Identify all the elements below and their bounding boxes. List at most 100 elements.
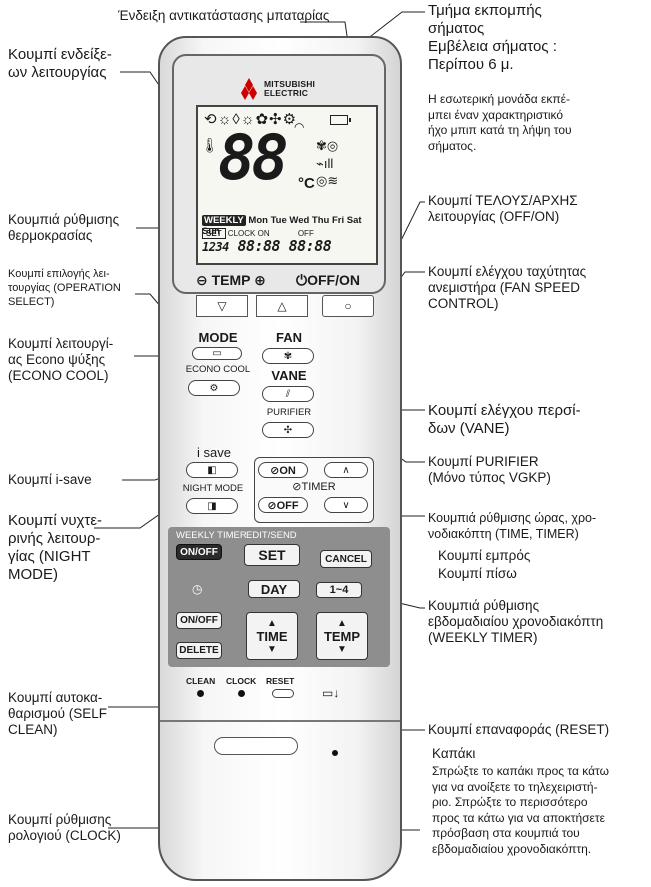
label-night: Κουμπί νυχτε- ρινής λειτουρ- γίας (NIGHT… (8, 512, 102, 584)
temp-down-icon: ▼ (337, 643, 347, 655)
night-l4: MODE) (8, 566, 58, 583)
reset-button[interactable] (272, 689, 294, 698)
wt-l1: Κουμπιά ρύθμισης (428, 598, 540, 613)
lid-l2: για να ανοίξετε το τηλεχειριστή- (432, 779, 598, 794)
purifier-button[interactable]: ✣ (262, 422, 314, 438)
fan-label: FAN (276, 330, 302, 345)
time-label: TIME (256, 628, 288, 644)
note-l2: μπει έναν χαρακτηριστικό (428, 107, 564, 122)
clock-l1: Κουμπί ρύθμισης (8, 812, 112, 827)
label-weekly-timer: Κουμπιά ρύθμισης εβδομαδιαίου χρονοδιακό… (428, 598, 603, 647)
label-fan-speed: Κουμπί ελέγχου ταχύτητας ανεμιστήρα (FAN… (428, 264, 586, 313)
lcd-display: ⟲☼◊☼✿✣⚙ ◠ 🌡 88 °C ✾◎⌁ıll◎≋ WEEKLY Mon Tu… (196, 105, 378, 265)
thermometer-icon: 🌡 (201, 137, 219, 153)
weekly-tag: WEEKLY (202, 215, 246, 226)
clock-symbol-icon: ◷ (192, 582, 203, 596)
label-temp-buttons: Κουμπιά ρύθμισης θερμοκρασίας (8, 212, 119, 244)
set-tag: SET (202, 228, 226, 239)
mode-button[interactable]: ▭ (192, 347, 242, 360)
note-l4: σήματος. (428, 138, 477, 153)
brand-line-2: ELECTRIC (264, 87, 309, 98)
lcd-fan-vane-icons: ✾◎⌁ıll◎≋ (316, 138, 339, 189)
econo-l2: ας Econo ψύξης (8, 352, 106, 368)
brand-diamonds-icon (241, 78, 257, 100)
vane-label: VANE (271, 368, 307, 383)
label-transmitter: Τμήμα εκπομπής σήματος Εμβέλεια σήματος … (428, 2, 557, 74)
label-display-button: Κουμπί ενδείξε- ων λειτουργίας (8, 46, 112, 82)
back-button[interactable]: ∨ (324, 497, 368, 513)
fan-l2: ανεμιστήρα (FAN SPEED (428, 280, 581, 296)
time-button[interactable]: ▲ TIME ▼ (246, 612, 298, 660)
onoff-button[interactable]: ON/OFF (176, 612, 222, 629)
temp-up-button[interactable]: △ (256, 295, 308, 317)
vane-button[interactable]: ⫽ (262, 386, 314, 402)
mode-icons: ⟲☼◊☼✿✣⚙ (204, 111, 298, 128)
lcd-program: 1234 (202, 240, 229, 254)
mode-label: MODE (198, 330, 238, 345)
label-clock: Κουμπί ρύθμισης ρολογιού (CLOCK) (8, 812, 121, 844)
temp-weekly-button[interactable]: ▲ TEMP ▼ (316, 612, 368, 660)
time-down-icon: ▼ (267, 643, 277, 655)
timer-label: ⊘TIMER (292, 481, 336, 493)
night-mode-button[interactable]: ◨ (186, 498, 238, 514)
forward-button[interactable]: ∧ (324, 462, 368, 478)
wt-l2: εβδομαδιαίου χρονοδιακόπτη (428, 614, 604, 630)
econo-l1: Κουμπί λειτουργί- (8, 336, 114, 351)
label-lid-title: Καπάκι (432, 746, 476, 761)
range-button[interactable]: 1~4 (316, 582, 362, 598)
sc-l3: CLEAN) (8, 722, 58, 738)
wt-l3: (WEEKLY TIMER) (428, 630, 538, 646)
temp-l2: θερμοκρασίας (8, 228, 93, 244)
label-vane: Κουμπί ελέγχου περσί- δων (VANE) (428, 402, 581, 438)
lcd-set-row: SET CLOCK ON OFF (202, 228, 314, 239)
note-l1: Η εσωτερική μονάδα εκπέ- (428, 92, 570, 106)
label-forward: Κουμπί εμπρός (438, 548, 531, 563)
label-i-save: Κουμπί i-save (8, 472, 92, 487)
fan-speed-button[interactable]: ✾ (262, 348, 314, 364)
off-on-button[interactable]: ○ (322, 295, 374, 317)
offon-row-label: ⏻OFF/ON (296, 272, 360, 288)
label-battery: Ένδειξη αντικατάστασης μπαταρίας (118, 8, 330, 23)
battery-compartment-icon: ▭↓ (322, 686, 340, 700)
fan-l1: Κουμπί ελέγχου ταχύτητας (428, 264, 587, 279)
lcd-time-2: 88:88 (288, 237, 332, 255)
timer-on-button[interactable]: ⊘ON (258, 462, 308, 478)
lid-edge (160, 720, 400, 722)
lcd-days: Mon Tue Wed Thu Fri Sat Sun (202, 215, 362, 237)
label-self-clean: Κουμπί αυτοκα- θαρισμού (SELF CLEAN) (8, 690, 107, 739)
clean-button[interactable] (197, 690, 204, 697)
label-time-timer: Κουμπιά ρύθμισης ώρας, χρο- νοδιακόπτη (… (428, 510, 596, 543)
label-lid-note: Σπρώξτε το καπάκι προς τα κάτω για να αν… (432, 764, 609, 858)
lid-l1: Σπρώξτε το καπάκι προς τα κάτω (432, 764, 609, 778)
label-transmitter-l2: σήματος (428, 20, 485, 37)
set-button[interactable]: SET (244, 544, 300, 566)
day-button[interactable]: DAY (248, 580, 300, 598)
delete-button[interactable]: DELETE (176, 642, 222, 659)
op-l2: τουργίας (OPERATION (8, 281, 121, 294)
clock-label: CLOCK (226, 676, 257, 686)
lid-l6: εβδομαδιαίου χρονοδιακόπτη. (432, 841, 592, 856)
signal-icon: ◠ (294, 120, 305, 134)
lcd-unit: °C (298, 175, 315, 192)
vane-l1: Κουμπί ελέγχου περσί- (428, 402, 581, 419)
weekly-timer-label: WEEKLY TIMER (176, 530, 247, 541)
cancel-button[interactable]: CANCEL (320, 550, 372, 568)
econo-cool-button[interactable]: ⚙ (188, 380, 240, 396)
clock-button[interactable] (238, 690, 245, 697)
purifier-l2: (Μόνο τύπος VGKP) (428, 470, 551, 486)
display-l2: ων λειτουργίας (8, 64, 107, 81)
sc-l1: Κουμπί αυτοκα- (8, 690, 103, 705)
op-l1: Κουμπί επιλογής λει- (8, 268, 110, 280)
lcd-clock-tag: CLOCK (227, 229, 256, 238)
tt-l2: νοδιακόπτη (TIME, TIMER) (428, 527, 579, 542)
display-l1: Κουμπί ενδείξε- (8, 46, 112, 63)
lcd-clock-row: 1234 88:88 88:88 (202, 237, 332, 255)
lid-slot (214, 737, 298, 755)
weekly-on-off-button[interactable]: ON/OFF (176, 544, 222, 560)
timer-off-button[interactable]: ⊘OFF (258, 497, 308, 513)
lcd-weekly-row: WEEKLY Mon Tue Wed Thu Fri Sat Sun (202, 215, 376, 237)
temp-down-button[interactable]: ▽ (196, 295, 248, 317)
isave-button[interactable]: ◧ (186, 462, 238, 478)
note-l3: ήχο μπιπ κατά τη λήψη του (428, 123, 572, 138)
temp-row-label: ⊖ TEMP ⊕ (196, 272, 266, 288)
